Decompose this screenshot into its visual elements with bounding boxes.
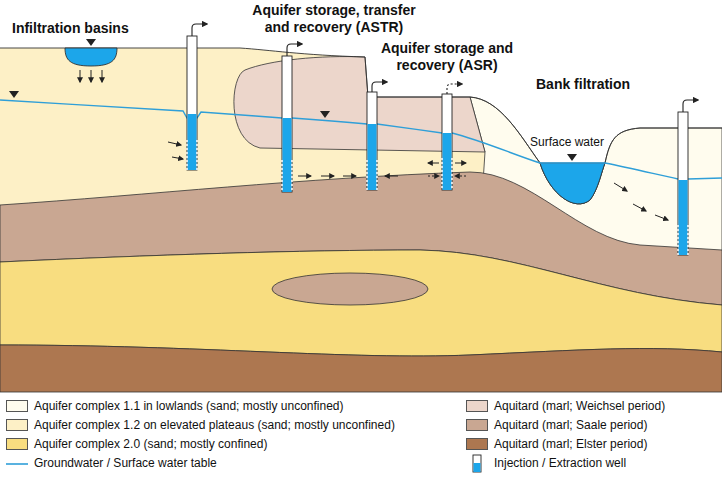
legend-line-sample: [6, 463, 28, 465]
aquifer-2-0: [0, 250, 722, 356]
surface-water: [540, 163, 605, 204]
legend-entry: Injection / Extraction well: [466, 457, 716, 471]
legend-swatch: [6, 400, 28, 412]
legend-swatch: [6, 438, 28, 450]
injection-well: [282, 44, 302, 192]
water-level-marker: [9, 91, 19, 98]
water-level-marker: [320, 111, 330, 118]
flow-arrows: [168, 142, 668, 220]
legend-swatch: [6, 419, 28, 431]
groundwater-table: [540, 163, 722, 179]
part-label: Infiltration basins: [12, 20, 182, 37]
legend-swatch: [466, 419, 488, 431]
legend-text: Groundwater / Surface water table: [34, 456, 217, 470]
legend-entry: Aquifer complex 1.2 on elevated plateaus…: [6, 419, 256, 433]
legend-text: Aquitard (marl; Weichsel period): [494, 399, 665, 413]
legend-text: Injection / Extraction well: [494, 456, 626, 470]
part-label: Surface water: [530, 134, 640, 151]
groundwater-table: [0, 100, 540, 163]
legend-text: Aquitard (marl; Saale period): [494, 418, 647, 432]
legend-entry: Aquitard (marl; Saale period): [466, 419, 716, 433]
legend-entry: Groundwater / Surface water table: [6, 457, 256, 471]
water-level-marker: [86, 39, 96, 46]
legend-text: Aquifer complex 2.0 (sand; mostly confin…: [34, 437, 267, 451]
flow-arrow: [91, 70, 92, 82]
asr-well: [442, 84, 462, 190]
extraction-well: [367, 82, 387, 190]
ground-surface: [0, 48, 722, 204]
flow-arrow: [80, 70, 81, 82]
legend-entry: Aquifer complex 2.0 (sand; mostly confin…: [6, 438, 256, 452]
legend-well-sample: [473, 455, 481, 472]
flow-arrow: [102, 70, 103, 82]
legend-text: Aquitard (marl; Elster period): [494, 437, 647, 451]
aquifer-1-2: [0, 48, 722, 392]
legend-entry: Aquitard (marl; Weichsel period): [466, 400, 716, 414]
aquitard-elster: [0, 345, 722, 392]
aquitard-lens: [272, 273, 428, 305]
infiltration-basin: [65, 48, 117, 66]
legend-swatch: [466, 438, 488, 450]
legend-entry: Aquifer complex 1.1 in lowlands (sand; m…: [6, 400, 256, 414]
legend-text: Aquifer complex 1.1 in lowlands (sand; m…: [34, 399, 344, 413]
legend-swatch: [466, 400, 488, 412]
part-label: Aquifer storage and recovery (ASR): [377, 40, 517, 74]
extraction-well: [187, 24, 207, 170]
water-level-marker: [567, 154, 577, 161]
extraction-well: [678, 100, 698, 255]
legend-entry: Aquitard (marl; Elster period): [466, 438, 716, 452]
part-label: Aquifer storage, transfer and recovery (…: [245, 2, 423, 36]
part-label: Bank filtration: [536, 76, 676, 93]
legend-text: Aquifer complex 1.2 on elevated plateaus…: [34, 418, 395, 432]
